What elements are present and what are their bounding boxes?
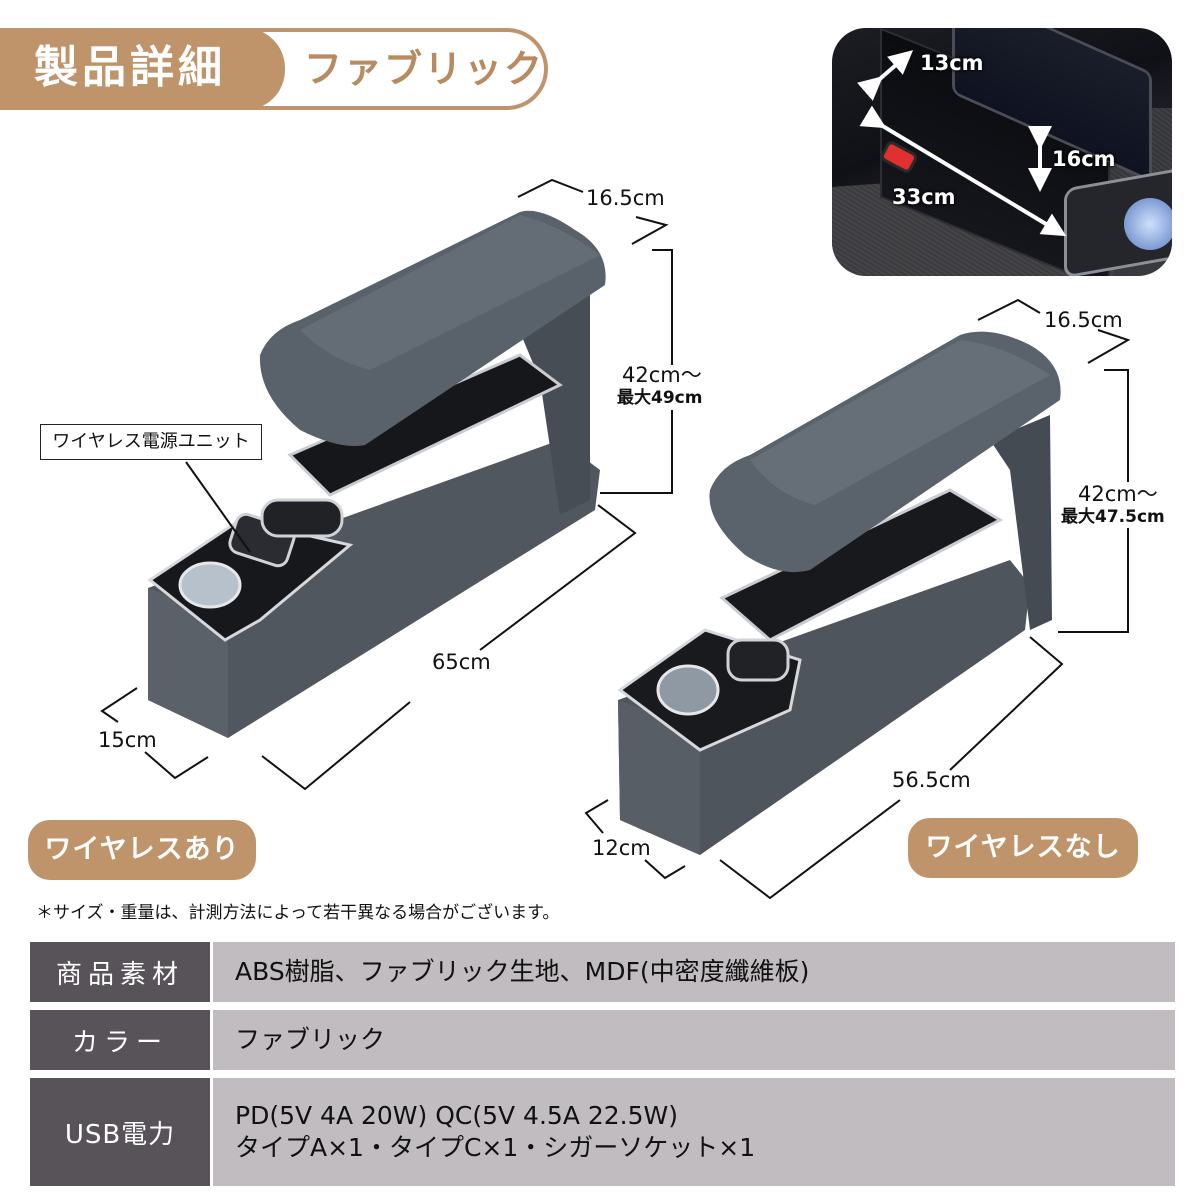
length-label: 65cm [432, 650, 491, 674]
spec-row-color: カラー ファブリック [30, 1010, 1175, 1070]
storage-inset-photo: 13cm 16cm 33cm [832, 28, 1172, 276]
inset-depth-label: 13cm [920, 51, 984, 75]
spec-value-line: PD(5V 4A 20W) QC(5V 4.5A 22.5W) [235, 1101, 679, 1130]
spec-label: 商品素材 [30, 942, 210, 1002]
header-banner: 製品詳細 ファブリック [0, 28, 548, 110]
spec-row-usb-power: USB電力 PD(5V 4A 20W) QC(5V 4.5A 22.5W) タイ… [30, 1078, 1175, 1186]
page-title: 製品詳細 [34, 42, 226, 93]
height-max-label: 最大49cm [617, 388, 703, 408]
spec-value-line: ABS樹脂、ファブリック生地、MDF(中密度纖維板) [235, 957, 810, 986]
cell-divider [210, 1010, 213, 1070]
inset-length-label: 33cm [892, 185, 956, 209]
spec-value: ABS樹脂、ファブリック生地、MDF(中密度纖維板) [213, 942, 1175, 1002]
height-max-label: 最大47.5cm [1061, 507, 1165, 527]
product-no-wireless-drawing [584, 298, 1131, 900]
height-range-label: 42cm～ [622, 363, 702, 387]
spec-value: ファブリック [213, 1010, 1175, 1070]
base-width-label: 12cm [592, 836, 651, 860]
measurement-note: ＊サイズ・重量は、計測方法によって若干異なる場合がございます。 [36, 903, 560, 923]
spec-value-line: ファブリック [235, 1025, 386, 1054]
product-wireless-drawing [100, 178, 673, 791]
wireless-yes-badge: ワイヤレスあり [28, 820, 256, 880]
cup-holder [1124, 198, 1172, 250]
spec-value: PD(5V 4A 20W) QC(5V 4.5A 22.5W) タイプA×1・タ… [213, 1078, 1175, 1186]
wireless-unit-callout: ワイヤレス電源ユニット [40, 424, 262, 460]
inset-height-label: 16cm [1052, 147, 1116, 171]
page-subtitle: ファブリック [304, 47, 545, 91]
top-width-label: 16.5cm [586, 186, 665, 210]
dimension-arrows-icon [857, 50, 1067, 237]
spec-row-material: 商品素材 ABS樹脂、ファブリック生地、MDF(中密度纖維板) [30, 942, 1175, 1002]
header-fill [0, 28, 285, 110]
top-width-label: 16.5cm [1044, 308, 1123, 332]
spec-value-line: タイプA×1・タイプC×1・シガーソケット×1 [235, 1133, 756, 1162]
height-range-label: 42cm～ [1078, 482, 1158, 506]
spec-label: USB電力 [30, 1078, 210, 1186]
spec-label: カラー [30, 1010, 210, 1070]
cell-divider [210, 1078, 213, 1186]
cell-divider [210, 942, 213, 1002]
wireless-no-badge: ワイヤレスなし [908, 818, 1138, 878]
base-width-label: 15cm [98, 728, 157, 752]
length-label: 56.5cm [892, 768, 971, 792]
